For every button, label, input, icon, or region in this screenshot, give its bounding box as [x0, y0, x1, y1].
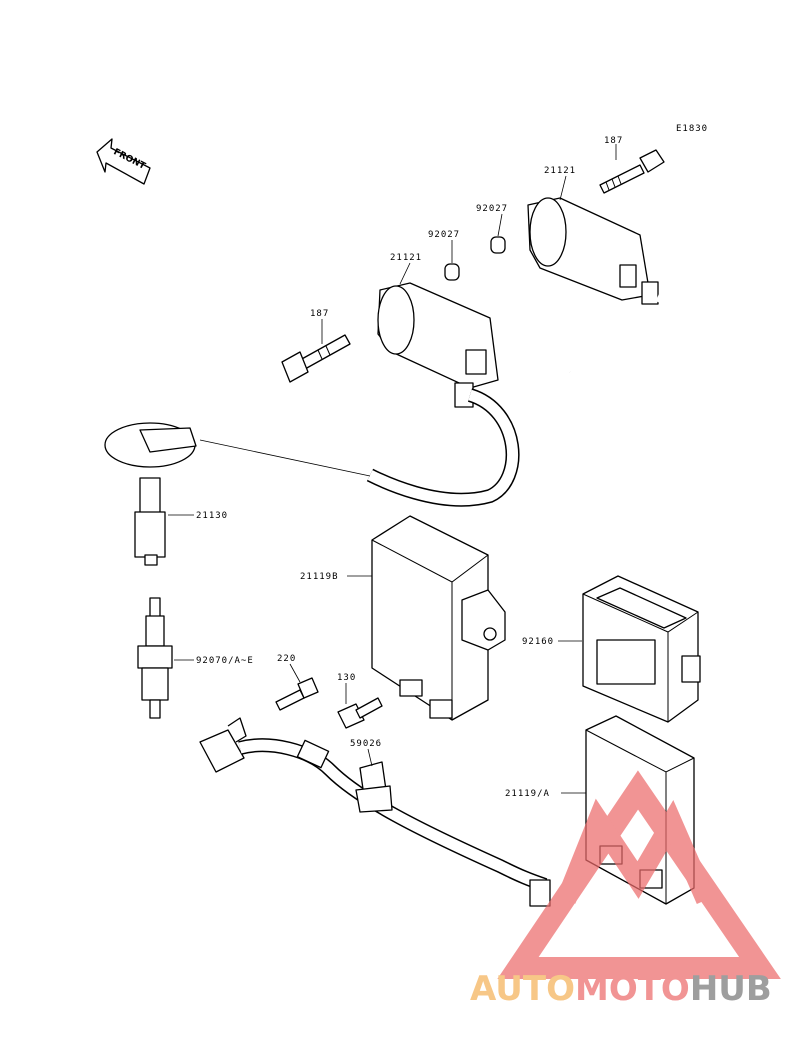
ignitor-case	[582, 575, 701, 723]
label-ignitor-upper: 21119B	[300, 572, 339, 582]
label-bolt-left: 187	[310, 309, 329, 319]
label-bolt-130: 130	[337, 673, 356, 683]
bolt-left	[281, 334, 351, 383]
logo-text-hub: HUB	[690, 969, 772, 1009]
diagram-code: E1830	[676, 124, 708, 134]
label-clamp: 59026	[350, 739, 382, 749]
automotohub-logo: AUTOMOTOHUB	[470, 770, 781, 1009]
label-collar-right: 92027	[476, 204, 508, 214]
collar-right	[490, 236, 506, 254]
front-arrow-icon: FRONT	[96, 138, 151, 185]
screw-220	[275, 677, 319, 711]
label-coil-left: 21121	[390, 253, 422, 263]
clamp-59026	[355, 761, 393, 813]
plug-cap	[104, 422, 197, 566]
label-collar-left: 92027	[428, 230, 460, 240]
spark-plug	[137, 597, 173, 719]
ignition-coil-left	[366, 282, 520, 507]
label-plug-cap: 21130	[196, 511, 228, 521]
ignitor-upper	[371, 515, 506, 721]
logo-text-moto: MOTO	[575, 969, 690, 1009]
label-ignitor-lower: 21119/A	[505, 789, 550, 799]
svg-text:AUTOMOTOHUB: AUTOMOTOHUB	[470, 969, 772, 1009]
bolt-130	[337, 697, 383, 729]
ignition-coil-right	[527, 197, 700, 391]
label-bolt-right: 187	[604, 136, 623, 146]
bolt-right	[599, 144, 665, 194]
label-case: 92160	[522, 637, 554, 647]
logo-text-auto: AUTO	[470, 969, 575, 1009]
label-screw: 220	[277, 654, 296, 664]
label-coil-right: 21121	[544, 166, 576, 176]
collar-left	[444, 263, 460, 281]
label-spark-plug: 92070/A~E	[196, 656, 254, 666]
